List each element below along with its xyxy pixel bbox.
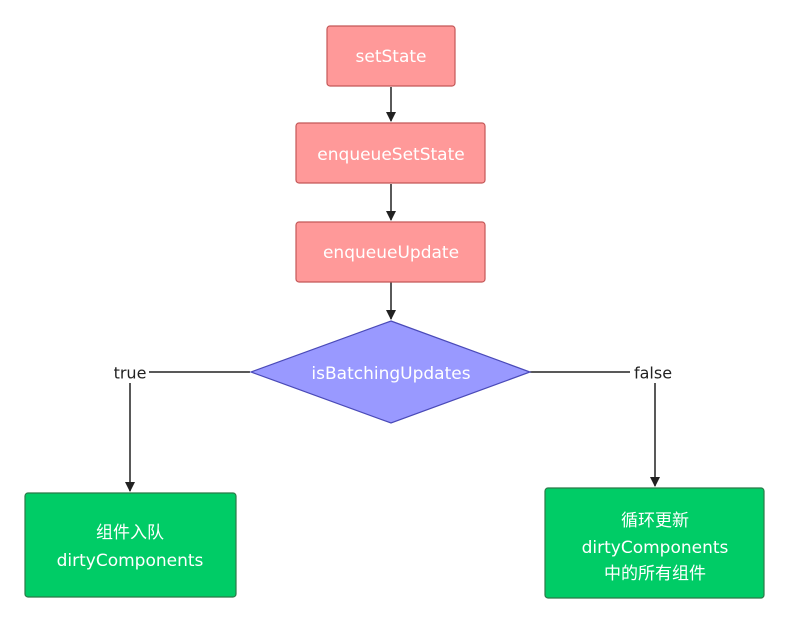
left-result-line2: dirtyComponents <box>57 551 204 571</box>
node-enqueueupdate-label: enqueueUpdate <box>323 243 459 263</box>
right-result-line2: dirtyComponents <box>582 538 729 558</box>
true-label-bg <box>111 363 149 383</box>
node-enqueueupdate: enqueueUpdate <box>295 221 486 283</box>
node-setstate-label: setState <box>356 47 427 67</box>
decision-label: isBatchingUpdates <box>311 364 470 384</box>
node-decision-isbatchingupdates: isBatchingUpdates <box>249 320 532 424</box>
false-label: false <box>634 364 672 383</box>
false-label-bg <box>630 363 676 383</box>
node-enqueuesetstate-label: enqueueSetState <box>317 145 464 165</box>
node-left-result: 组件入队 dirtyComponents <box>24 492 237 598</box>
arrow-decision-true-branch <box>125 371 250 492</box>
left-result-line1: 组件入队 <box>96 523 164 543</box>
arrow-decision-false-branch <box>530 371 660 487</box>
node-setstate: setState <box>326 25 456 87</box>
node-enqueuesetstate: enqueueSetState <box>295 122 486 184</box>
node-right-result: 循环更新 dirtyComponents 中的所有组件 <box>544 487 765 599</box>
right-result-line1: 循环更新 <box>621 511 689 531</box>
right-result-line3: 中的所有组件 <box>604 564 706 584</box>
true-label: true <box>114 364 147 383</box>
